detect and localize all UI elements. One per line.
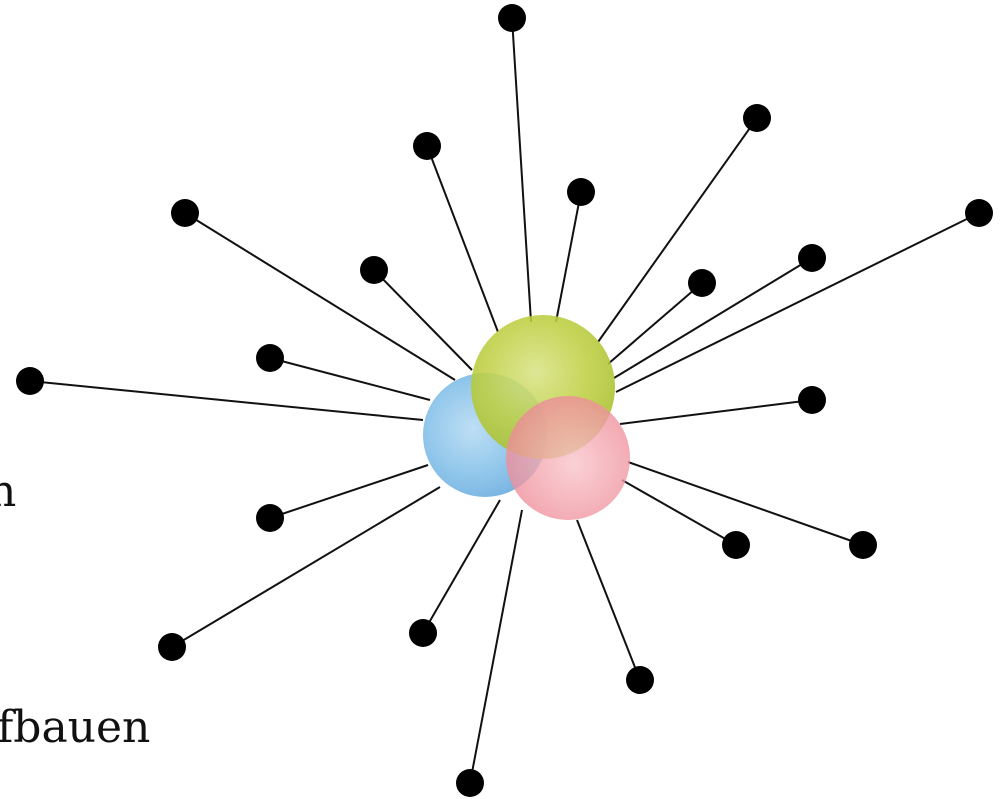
spoke-line-10 <box>270 358 430 400</box>
spoke-node-11 <box>16 367 44 395</box>
spoke-node-2 <box>413 132 441 160</box>
spoke-line-4 <box>598 118 757 342</box>
spoke-node-8 <box>798 244 826 272</box>
spoke-node-9 <box>965 199 993 227</box>
text-fragment-lower: fbauen <box>0 706 150 750</box>
spoke-line-3 <box>556 192 581 322</box>
spoke-node-13 <box>256 504 284 532</box>
spoke-node-12 <box>798 386 826 414</box>
spoke-node-4 <box>743 104 771 132</box>
spoke-node-14 <box>158 633 186 661</box>
spoke-node-19 <box>456 769 484 797</box>
spoke-line-11 <box>30 381 423 420</box>
spoke-node-6 <box>360 256 388 284</box>
spoke-line-17 <box>423 500 500 633</box>
circle-red <box>506 396 630 520</box>
spoke-line-1 <box>512 18 531 322</box>
spoke-line-6 <box>374 270 472 370</box>
spoke-node-17 <box>409 619 437 647</box>
spoke-line-15 <box>622 480 736 545</box>
spoke-node-16 <box>849 531 877 559</box>
spoke-line-12 <box>620 400 812 424</box>
spoke-line-5 <box>185 213 455 380</box>
text-fragment-upper: n <box>0 470 16 514</box>
spoke-line-13 <box>270 465 428 518</box>
spoke-node-15 <box>722 531 750 559</box>
spoke-node-5 <box>171 199 199 227</box>
spoke-line-2 <box>427 146 498 332</box>
spoke-node-18 <box>626 666 654 694</box>
spoke-line-14 <box>172 487 440 647</box>
spoke-node-3 <box>567 178 595 206</box>
spoke-node-10 <box>256 344 284 372</box>
spoke-line-19 <box>470 510 522 783</box>
overlap-circles <box>423 315 630 520</box>
spoke-node-1 <box>498 4 526 32</box>
spoke-node-7 <box>688 269 716 297</box>
spoke-line-18 <box>577 520 640 680</box>
spoke-line-7 <box>608 283 702 364</box>
